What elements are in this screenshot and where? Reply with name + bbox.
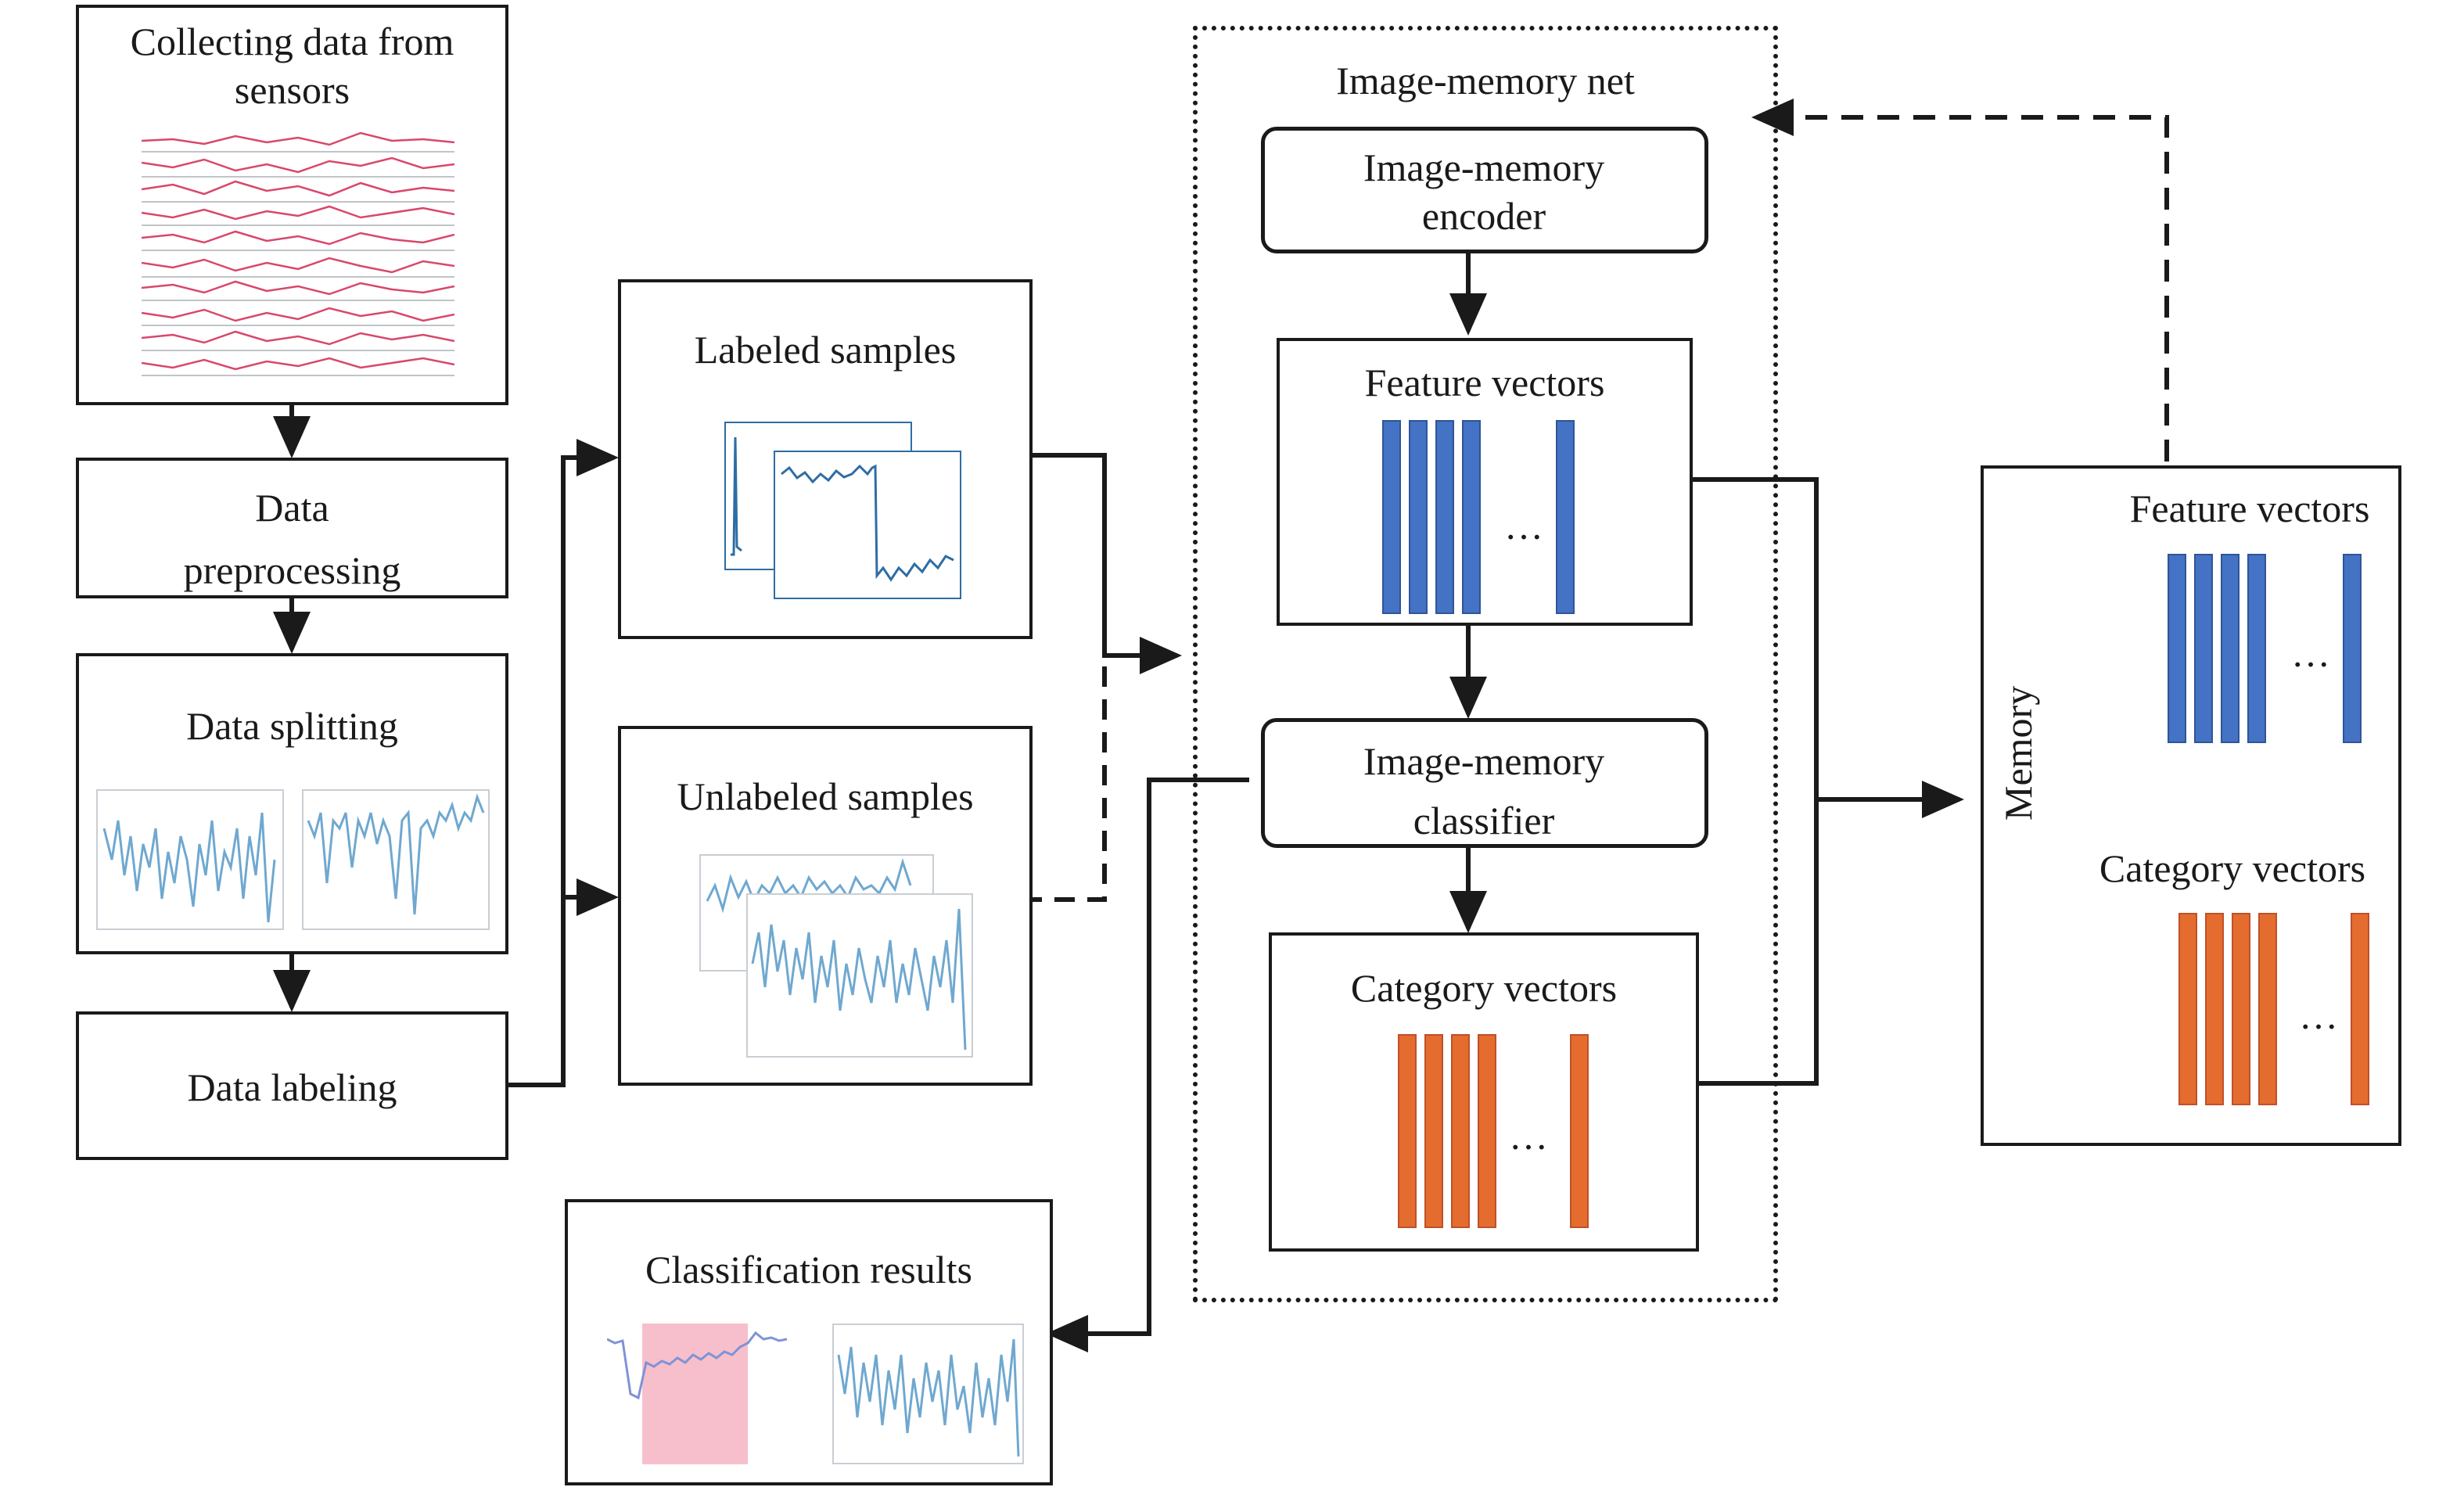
- net-feature-vectors-box: Feature vectors …: [1277, 338, 1693, 626]
- labeled-samples-label: Labeled samples: [694, 328, 957, 372]
- time-series-icon: [302, 789, 490, 930]
- collect-label: Collecting data from sensors: [130, 20, 454, 112]
- labeled-samples-box: Labeled samples: [618, 279, 1033, 639]
- category-vector-bar: [1570, 1034, 1589, 1228]
- category-vector-bar: [1424, 1034, 1443, 1228]
- net-category-ellipsis: …: [1509, 1114, 1548, 1158]
- split-label: Data splitting: [186, 704, 398, 748]
- category-vector-bar: [1451, 1034, 1470, 1228]
- dashed-arrow-icon: [1022, 656, 1107, 902]
- net-feature-ellipsis: …: [1504, 504, 1543, 548]
- time-series-icon: [832, 1324, 1024, 1464]
- net-category-vectors-box: Category vectors …: [1269, 932, 1699, 1252]
- feature-vector-bar: [2194, 554, 2213, 743]
- category-vector-bar: [2205, 913, 2224, 1105]
- feature-vector-bar: [1435, 420, 1454, 614]
- net-category-vectors-label: Category vectors: [1350, 966, 1618, 1010]
- arrow-icon: [1672, 477, 1819, 1086]
- results-label: Classification results: [645, 1248, 972, 1291]
- feature-vector-bar: [1462, 420, 1481, 614]
- classifier-box: Image-memory classifier: [1261, 718, 1708, 848]
- arrow-icon: [1046, 778, 1249, 1352]
- preprocess-box: Data preprocessing: [76, 458, 508, 598]
- memory-category-ellipsis: …: [2299, 993, 2338, 1037]
- time-series-icon: [774, 451, 961, 599]
- labeling-box: Data labeling: [76, 1011, 508, 1160]
- feature-vector-bar: [2343, 554, 2362, 743]
- category-vector-bar: [2178, 913, 2197, 1105]
- encoder-box: Image-memory encoder: [1261, 127, 1708, 253]
- encoder-label: Image-memory encoder: [1363, 145, 1605, 238]
- time-series-icon: [96, 789, 284, 930]
- feature-vector-bar: [2247, 554, 2266, 743]
- category-vector-bar: [2351, 913, 2369, 1105]
- image-memory-net-title: Image-memory net: [1336, 59, 1635, 102]
- feature-vector-bar: [1382, 420, 1401, 614]
- category-vector-bars: [1398, 1034, 1589, 1228]
- time-series-icon: [607, 1324, 788, 1464]
- memory-feature-vectors-label: Feature vectors: [2129, 487, 2370, 530]
- split-box: Data splitting: [76, 653, 508, 954]
- feature-vector-bar: [2221, 554, 2240, 743]
- category-vector-bar: [2258, 913, 2277, 1105]
- feature-vector-bars: [2168, 554, 2362, 743]
- collect-box: Collecting data from sensors: [76, 5, 508, 405]
- category-vector-bar: [1398, 1034, 1417, 1228]
- results-box: Classification results: [565, 1199, 1053, 1485]
- feature-vector-bars: [1382, 420, 1575, 614]
- arrow-icon: [1022, 453, 1182, 674]
- feature-vector-bar: [1556, 420, 1575, 614]
- time-series-icon: [746, 893, 973, 1058]
- memory-feature-ellipsis: …: [2291, 631, 2330, 675]
- arrow-icon: [507, 439, 619, 1087]
- unlabeled-samples-box: Unlabeled samples: [618, 726, 1033, 1086]
- unlabeled-samples-label: Unlabeled samples: [677, 774, 974, 818]
- sensor-plot-icon: [142, 131, 454, 376]
- category-vector-bar: [1478, 1034, 1496, 1228]
- preprocess-label: Data preprocessing: [183, 486, 401, 592]
- classifier-label: Image-memory classifier: [1363, 739, 1605, 842]
- image-memory-net-container: [1193, 26, 1778, 1302]
- net-feature-vectors-label: Feature vectors: [1364, 361, 1605, 404]
- feature-vector-bar: [1409, 420, 1428, 614]
- memory-category-vectors-label: Category vectors: [2099, 846, 2366, 890]
- labeling-label: Data labeling: [187, 1065, 397, 1109]
- memory-title: Memory: [1996, 685, 2040, 821]
- category-vector-bar: [2232, 913, 2250, 1105]
- memory-box: Memory Feature vectors … Category vector…: [1981, 465, 2401, 1146]
- category-vector-bars: [2178, 913, 2369, 1105]
- dashed-arrow-icon: [1751, 99, 2169, 462]
- feature-vector-bar: [2168, 554, 2186, 743]
